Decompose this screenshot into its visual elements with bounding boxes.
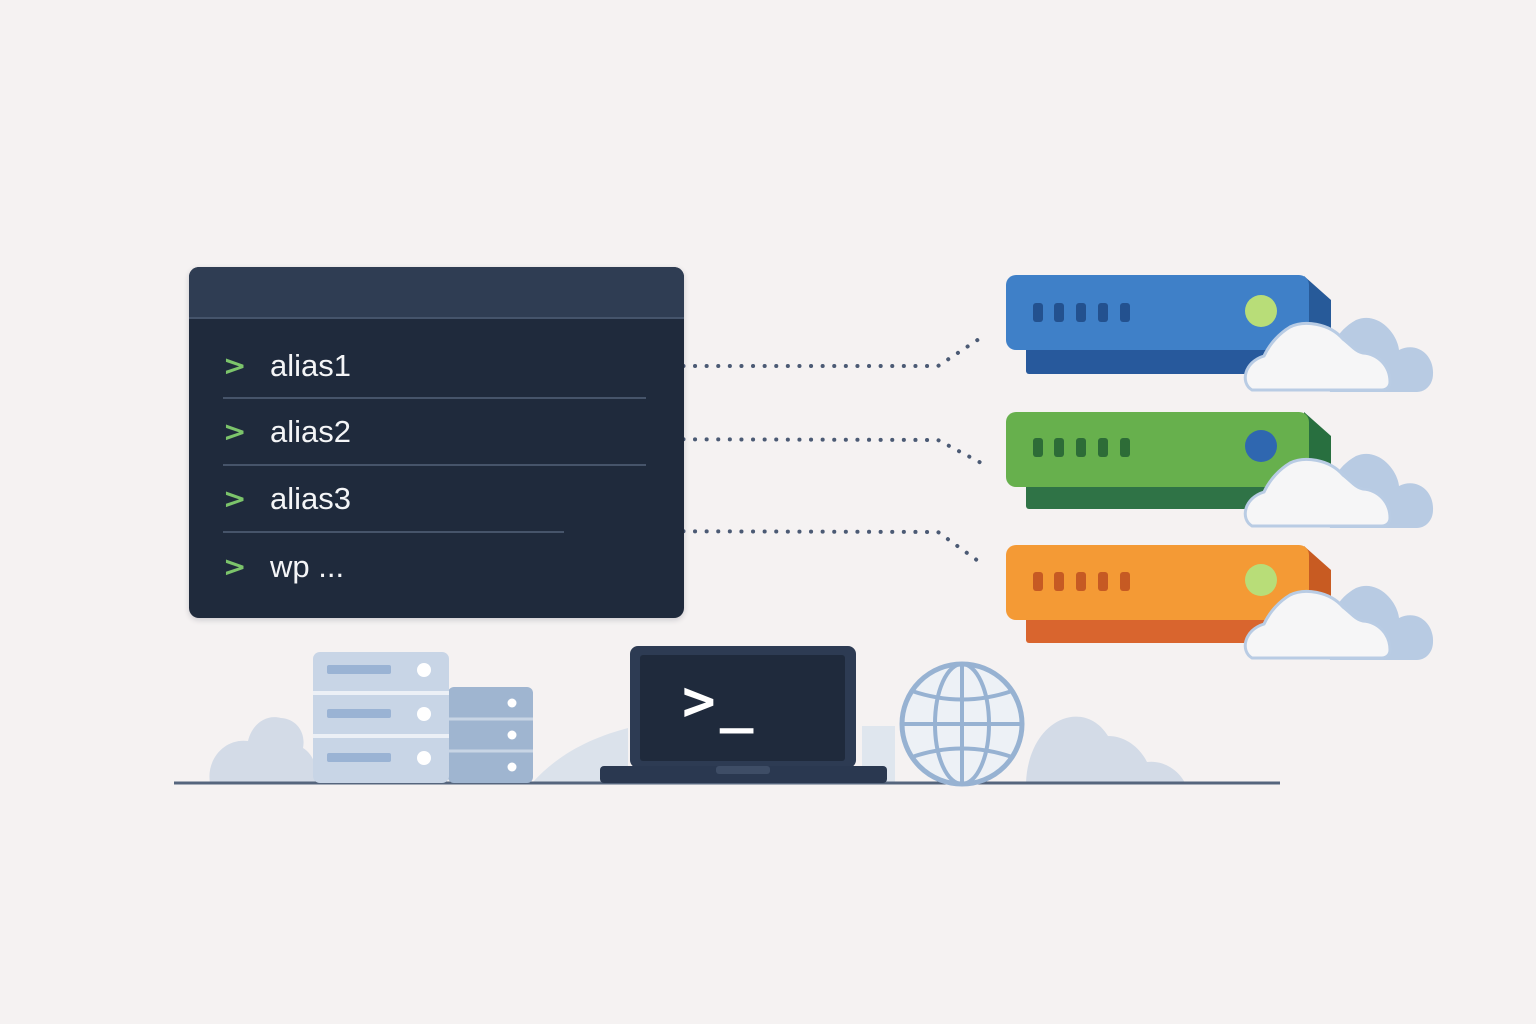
alias-label: alias2 xyxy=(270,414,351,449)
connector-alias3 xyxy=(577,529,987,568)
connector-alias1 xyxy=(577,333,987,368)
ground-cloud-right-icon xyxy=(1026,716,1185,783)
alias-row[interactable]: > alias3 xyxy=(223,479,351,519)
server-stack-icon xyxy=(313,652,533,783)
rack-server-orange-icon xyxy=(1006,545,1331,643)
laptop-screen-prompt: >_ xyxy=(682,669,758,734)
prompt-chevron-icon: > xyxy=(223,415,247,448)
prompt-chevron-icon: > xyxy=(223,349,247,382)
connector-alias2 xyxy=(577,437,987,467)
alias-label: wp ... xyxy=(270,549,345,584)
alias-label: alias3 xyxy=(270,481,351,516)
row-divider xyxy=(223,464,646,466)
alias-label: alias1 xyxy=(270,348,351,383)
cloud-icon xyxy=(1243,317,1434,392)
alias-row[interactable]: > alias2 xyxy=(223,412,351,452)
rack-server-blue-icon xyxy=(1006,275,1331,374)
alias-row[interactable]: > alias1 xyxy=(223,346,351,386)
alias-row[interactable]: > wp ... xyxy=(223,547,344,587)
prompt-chevron-icon: > xyxy=(223,550,247,583)
row-divider xyxy=(223,397,646,399)
globe-icon xyxy=(899,661,1025,787)
laptop-icon xyxy=(600,646,887,783)
rack-server-green-icon xyxy=(1006,412,1331,509)
cloud-icon xyxy=(1243,453,1434,528)
terminal-window xyxy=(189,267,684,618)
row-divider xyxy=(223,531,564,533)
prompt-chevron-icon: > xyxy=(223,482,247,515)
cloud-icon xyxy=(1243,585,1434,660)
ground-cloud-left-icon xyxy=(209,717,317,783)
terminal-title-bar xyxy=(189,267,684,319)
